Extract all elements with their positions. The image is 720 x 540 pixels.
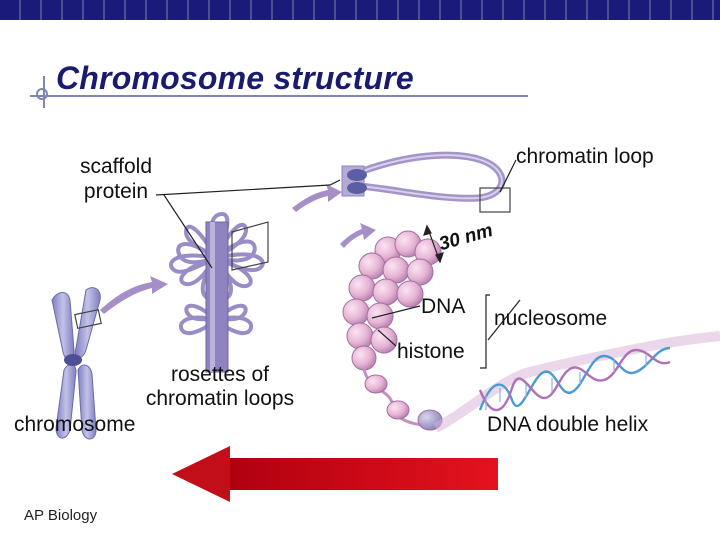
rosette-zoom-box: [231, 221, 269, 271]
footer-course-label: AP Biology: [24, 507, 98, 524]
chromatin-loop-illustration: [341, 151, 511, 213]
thirty-nm-measure: [423, 224, 444, 264]
direction-arrow-red: [172, 446, 498, 502]
label-scaffold-protein: scaffold protein: [68, 156, 164, 202]
label-scaffold-line1: scaffold: [80, 155, 152, 178]
label-rosettes-line1: rosettes of: [170, 363, 270, 386]
nucleosome-fiber: [342, 230, 442, 371]
label-chromatin-loop: chromatin loop: [516, 145, 654, 168]
label-chromosome: chromosome: [14, 413, 136, 436]
scaffold-column: [205, 221, 229, 373]
label-rosettes: rosettes of chromatin loops: [118, 364, 322, 409]
label-rosettes-line2: chromatin loops: [145, 387, 295, 410]
label-scaffold-line2: protein: [83, 180, 149, 203]
progression-arrows: [100, 184, 376, 314]
title-underline: [30, 95, 528, 97]
dna-double-helix: [433, 331, 720, 433]
label-histone: histone: [397, 340, 465, 363]
single-nucleosomes: [364, 374, 443, 431]
top-banner: [0, 0, 720, 20]
label-leaders: [155, 159, 521, 369]
label-dna-double-helix: DNA double helix: [487, 413, 649, 436]
slide-title: Chromosome structure: [56, 60, 414, 96]
chromosome-illustration: [51, 287, 102, 440]
label-nucleosome: nucleosome: [494, 307, 608, 330]
crosshair-circle-decoration: [36, 88, 48, 100]
label-dna: DNA: [421, 295, 466, 318]
